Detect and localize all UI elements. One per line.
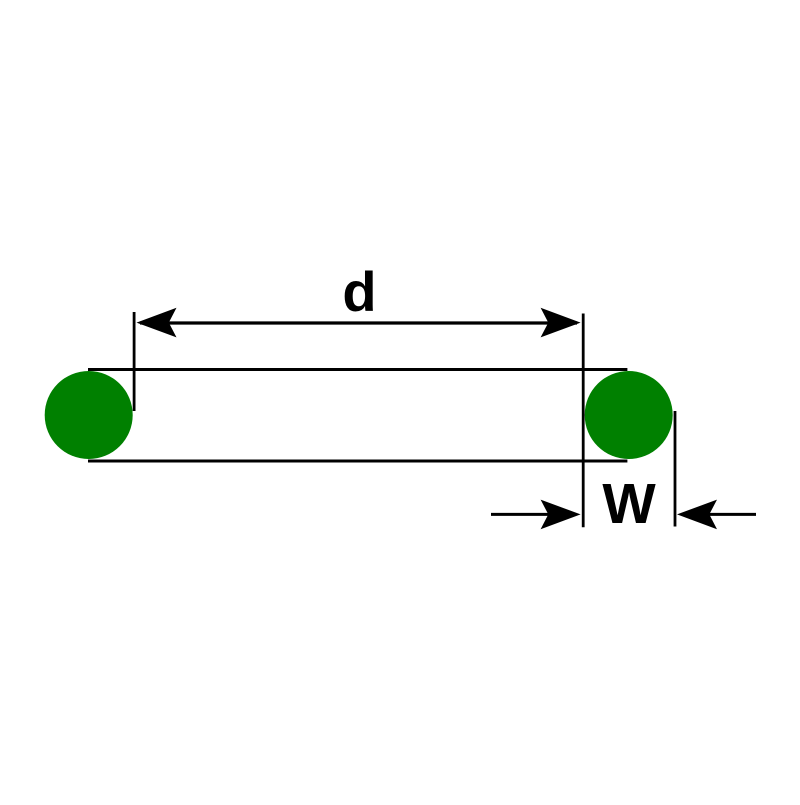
svg-text:W: W bbox=[602, 472, 656, 535]
svg-text:d: d bbox=[342, 260, 376, 323]
